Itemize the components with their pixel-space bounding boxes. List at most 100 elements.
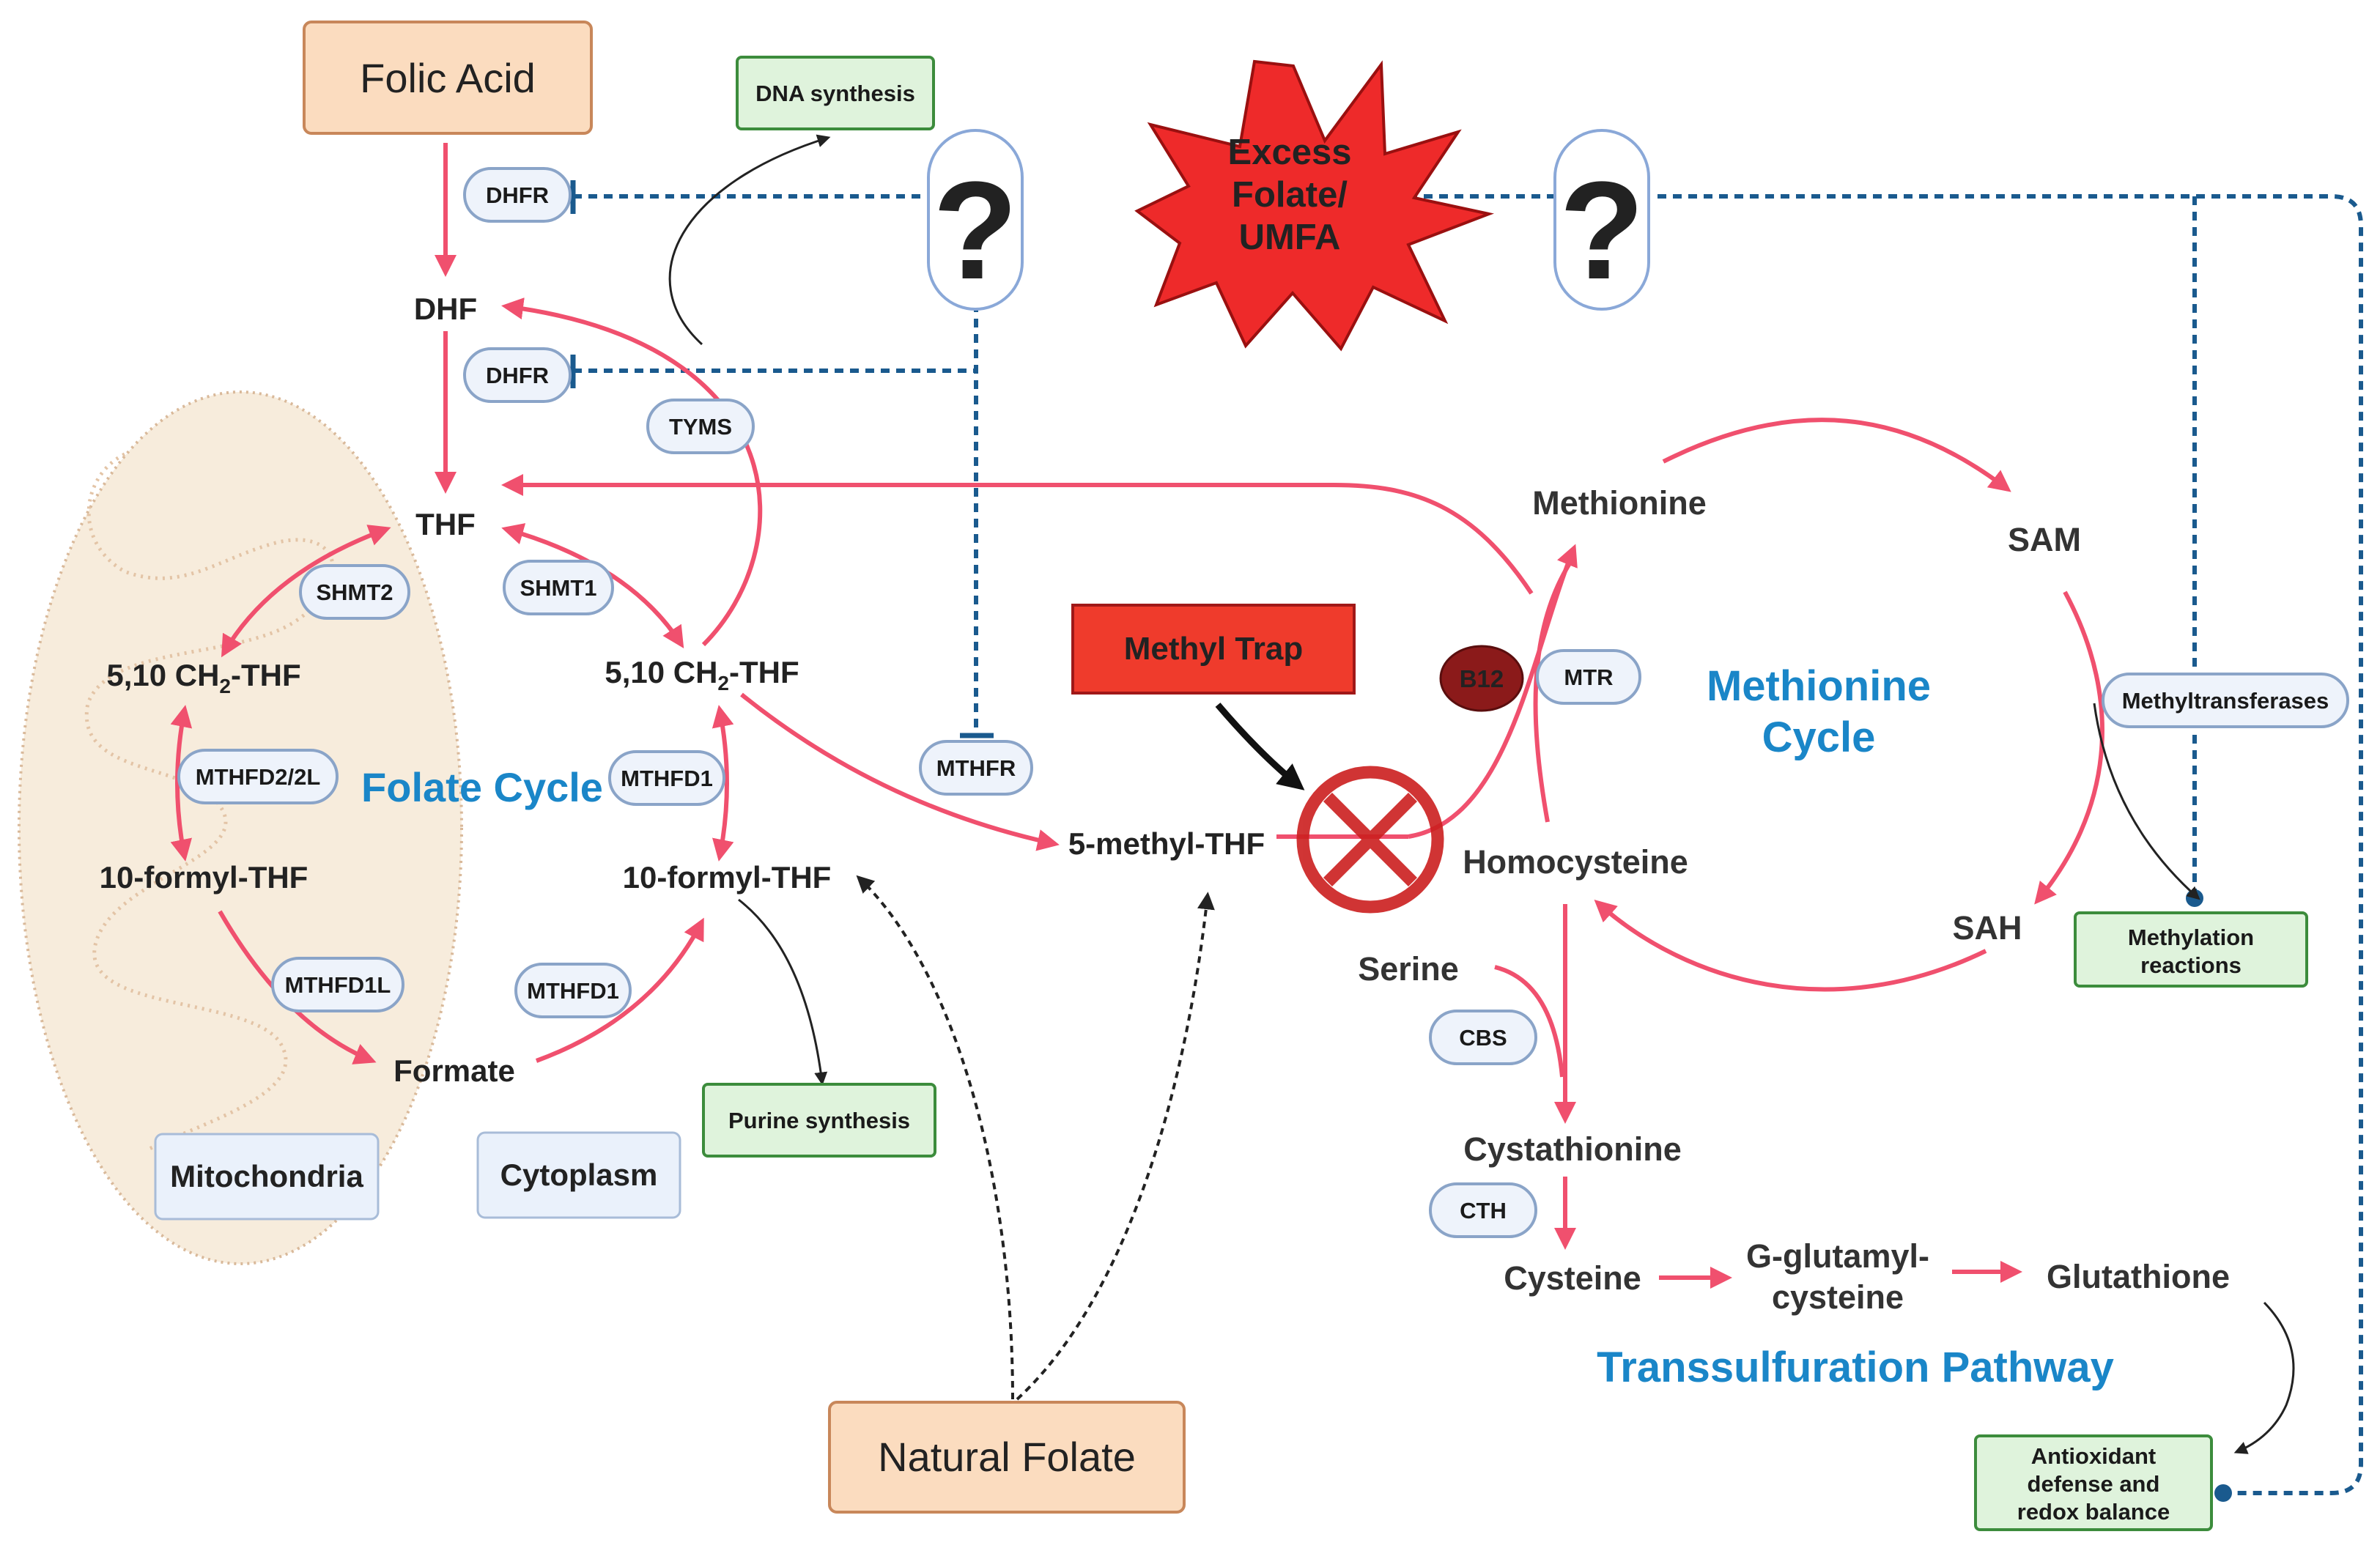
sah-label: SAH: [1952, 909, 2022, 947]
homocysteine-label: Homocysteine: [1463, 843, 1688, 881]
shmt2-pill: [299, 564, 410, 620]
mthfd2-label: MTHFD2/2L: [196, 764, 321, 790]
formate-label: Formate: [393, 1053, 515, 1088]
gglut-line2-label: cysteine: [1772, 1278, 1904, 1316]
dhfr-mid-label: DHFR: [486, 363, 549, 388]
unknown-effect-right: ?: [1553, 129, 1650, 311]
arrow-serine-join: [1494, 965, 1564, 1078]
methylation-reactions-box: Methylation reactions: [2074, 911, 2308, 988]
arrow-natural-to-methyl-thf: [1016, 892, 1215, 1401]
antioxidant-inhibition-dot: [2214, 1484, 2232, 1502]
mthfd2-pill: [177, 749, 339, 804]
excess-folate-line3: UMFA: [1239, 218, 1341, 257]
methyltransferases-pill: [2102, 673, 2349, 728]
antioxidant-line2: defense and: [2028, 1471, 2160, 1497]
mitochondria-label: Mitochondria: [170, 1159, 363, 1193]
arrow-thf-to-cyto-ch2: [501, 523, 684, 649]
folate-cycle-title: Folate Cycle: [361, 764, 603, 810]
cytoplasm-label-box: Cytoplasm: [476, 1131, 681, 1219]
arrow-mito-ch2-to-formyl: [170, 705, 193, 862]
question-mark-left-icon: ?: [933, 153, 1018, 308]
mthfd1-upper-pill: [608, 750, 725, 806]
arrow-sam-to-methylation: [2093, 703, 2200, 900]
tyms-label: TYMS: [669, 414, 732, 440]
dhfr-top-label: DHFR: [486, 182, 549, 208]
glutathione-label: Glutathione: [2047, 1258, 2230, 1295]
methyl-trap-box: Methyl Trap: [1071, 604, 1356, 695]
dhfr-top-pill: [463, 167, 572, 223]
serine-label: Serine: [1358, 950, 1459, 988]
mthfd1l-label: MTHFD1L: [285, 972, 391, 998]
cyto-ch2-thf-label: 5,10 CH2-THF: [605, 655, 799, 695]
antioxidant-defense-box: Antioxidant defense and redox balance: [1974, 1434, 2213, 1531]
methylation-line1: Methylation: [2128, 925, 2254, 950]
excess-folate-burst: Excess Folate/ UMFA: [1134, 59, 1495, 352]
arrow-to-methionine: [1408, 544, 1578, 839]
unknown-effect-left: ?: [927, 129, 1024, 311]
metabolite-labels: DHF THF 5,10 CH2-THF 5,10 CH2-THF 10-for…: [100, 292, 2230, 1316]
methyltransferases-label: Methyltransferases: [2122, 688, 2329, 714]
methyl-trap-label: Methyl Trap: [1124, 631, 1304, 667]
arrow-homocysteine-up: [1533, 555, 1576, 823]
mitochondria-label-box: Mitochondria: [154, 1133, 380, 1221]
folic-acid-label: Folic Acid: [360, 55, 536, 101]
arrow-sam-to-sah: [2034, 590, 2104, 905]
mthfr-pill: [919, 740, 1033, 796]
mtr-pill: [1536, 649, 1641, 705]
enzyme-labels: [177, 167, 2349, 1238]
pathway-arrows: [170, 143, 2104, 1289]
mito-formyl-thf-label: 10-formyl-THF: [100, 860, 308, 895]
natural-folate-box: Natural Folate: [828, 1401, 1186, 1514]
methionine-cycle-title-line2: Cycle: [1762, 714, 1876, 761]
arrow-cyto-ch2-to-formyl: [712, 705, 734, 862]
antioxidant-line1: Antioxidant: [2031, 1443, 2157, 1469]
sam-label: SAM: [2008, 521, 2081, 558]
cth-pill: [1429, 1182, 1537, 1238]
mito-ch2-thf-label: 5,10 CH2-THF: [106, 658, 300, 697]
tyms-pill: [646, 399, 755, 454]
dna-synthesis-box: DNA synthesis: [736, 56, 935, 130]
methionine-cycle-title-line1: Methionine: [1707, 662, 1931, 710]
cytoplasm-label: Cytoplasm: [500, 1158, 658, 1192]
excess-folate-line1: Excess: [1228, 133, 1352, 172]
methionine-label: Methionine: [1532, 484, 1706, 522]
blocked-icon: [1296, 766, 1444, 914]
excess-folate-line2: Folate/: [1232, 175, 1348, 215]
mthfd1l-pill: [271, 957, 404, 1012]
dna-synthesis-label: DNA synthesis: [755, 81, 915, 106]
transsulfuration-title: Transsulfuration Pathway: [1597, 1344, 2114, 1391]
arrow-formate-to-cyto-formyl: [535, 917, 704, 1063]
dhf-label: DHF: [414, 292, 477, 326]
mthfd1-upper-label: MTHFD1: [621, 766, 713, 791]
arrow-formyl-to-purine: [738, 898, 828, 1086]
folic-acid-box: Folic Acid: [303, 21, 593, 135]
shmt1-pill: [503, 560, 614, 615]
thf-label: THF: [415, 507, 476, 541]
dhfr-mid-pill: [463, 347, 572, 403]
shmt2-label: SHMT2: [316, 579, 393, 605]
arrow-thf-to-mito-ch2: [221, 525, 391, 658]
natural-folate-arrows: [856, 875, 1215, 1401]
cth-label: CTH: [1460, 1198, 1507, 1223]
purine-synthesis-box: Purine synthesis: [702, 1083, 936, 1158]
enzyme-texts: DHFR DHFR TYMS SHMT2 SHMT1 MTHFD2/2L MTH…: [196, 182, 2329, 1223]
cyto-formyl-thf-label: 10-formyl-THF: [623, 860, 832, 895]
question-mark-right-icon: ?: [1559, 153, 1644, 308]
cystathionine-label: Cystathionine: [1463, 1130, 1682, 1168]
arrow-glutathione-to-antioxidant: [2233, 1301, 2295, 1454]
b12-cofactor: B12: [1439, 645, 1524, 712]
antioxidant-line3: redox balance: [2017, 1499, 2170, 1525]
cbs-pill: [1429, 1010, 1537, 1065]
inhibit-dhfr-mid-line: [573, 303, 978, 373]
methyl-thf-label: 5-methyl-THF: [1068, 826, 1265, 861]
methylation-line2: reactions: [2140, 952, 2242, 978]
mthfd1-lower-label: MTHFD1: [527, 978, 619, 1004]
gglut-line1-label: G-glutamyl-: [1746, 1237, 1929, 1275]
mthfr-label: MTHFR: [936, 755, 1016, 781]
cbs-label: CBS: [1459, 1025, 1507, 1051]
inhibition-caps: [570, 180, 994, 738]
mthfd1-lower-pill: [514, 963, 632, 1018]
methylation-inhibition-dot: [2186, 889, 2203, 907]
cysteine-label: Cysteine: [1504, 1259, 1641, 1297]
